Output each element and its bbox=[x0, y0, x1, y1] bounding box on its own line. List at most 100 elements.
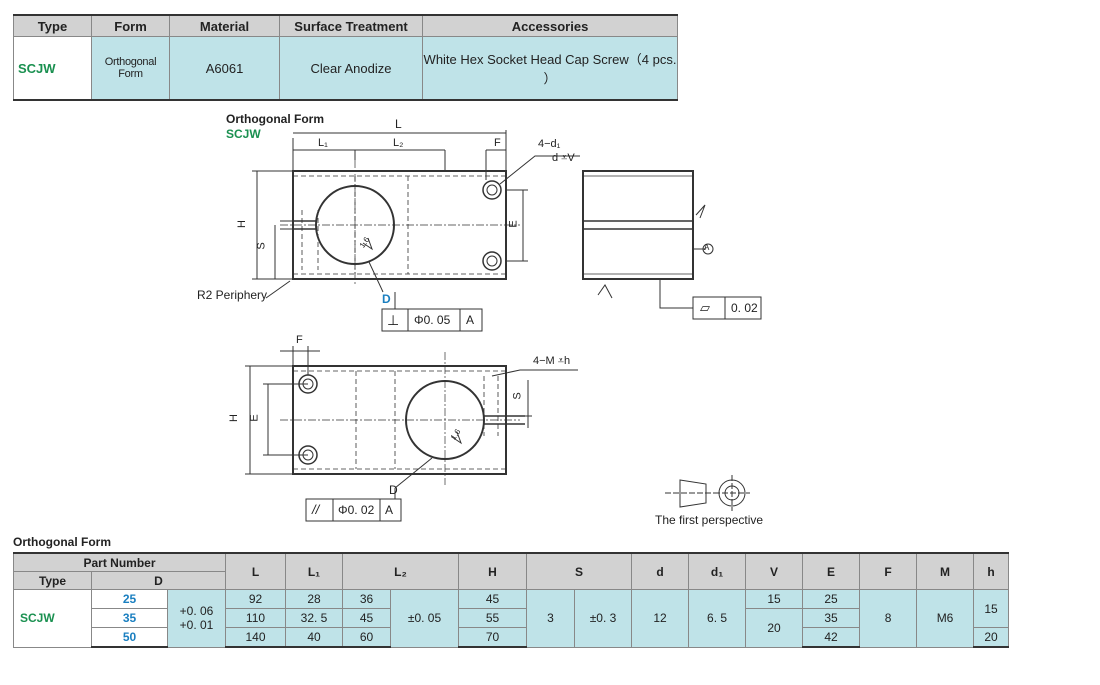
dim-label-L2: L₂ bbox=[393, 137, 404, 149]
d-value: 50 bbox=[91, 627, 168, 648]
table-row: 35 110 32. 5 45 55 20 35 bbox=[14, 608, 1009, 648]
dim-label-F: F bbox=[494, 137, 501, 149]
datum-a-letter: A bbox=[704, 243, 710, 252]
spec-row: SCJW Orthogonal Form A6061 Clear Anodize… bbox=[13, 36, 678, 101]
spec-header-accessories: Accessories bbox=[422, 14, 678, 37]
col-d1: d₁ bbox=[688, 552, 747, 590]
dim-label-L: L bbox=[395, 117, 402, 131]
flatness-symbol: ▱ bbox=[700, 300, 710, 315]
E-value: 25 bbox=[802, 589, 861, 609]
L-value: 110 bbox=[225, 608, 286, 628]
bore-circle bbox=[315, 185, 395, 265]
spec-header-material: Material bbox=[169, 14, 280, 37]
col-L: L bbox=[225, 552, 286, 590]
bottom-dim-label-H: H bbox=[227, 414, 240, 422]
col-S: S bbox=[526, 552, 633, 590]
col-E: E bbox=[802, 552, 861, 590]
bore-circle-bottom bbox=[405, 380, 485, 460]
col-h: h bbox=[973, 552, 1009, 590]
dim-label-H: H bbox=[235, 220, 248, 228]
dim-label-D: D bbox=[382, 292, 391, 306]
L1-value: 40 bbox=[285, 627, 343, 648]
V-value: 15 bbox=[745, 589, 804, 609]
H-value: 55 bbox=[458, 608, 528, 628]
spec-header-row: Type Form Material Surface Treatment Acc… bbox=[13, 14, 678, 37]
col-M: M bbox=[916, 552, 975, 590]
F-value: 8 bbox=[859, 589, 918, 648]
perspective-label: The first perspective bbox=[655, 513, 764, 527]
d1-value: 6. 5 bbox=[688, 589, 747, 648]
table-row: SCJW 25 +0. 06 +0. 01 92 28 36 ±0. 05 45… bbox=[13, 589, 1009, 648]
H-value: 45 bbox=[458, 589, 528, 609]
spec-surface: Clear Anodize bbox=[279, 36, 423, 101]
d-value: 25 bbox=[91, 589, 168, 609]
parallelism-datum: A bbox=[385, 503, 394, 517]
col-D: D bbox=[91, 571, 226, 590]
part-number-header: Part Number bbox=[13, 552, 226, 572]
L2-tolerance: ±0. 05 bbox=[389, 589, 460, 648]
dim-label-E: E bbox=[507, 220, 520, 228]
counterbore-bottom bbox=[482, 251, 502, 271]
L-value: 140 bbox=[225, 627, 286, 648]
spec-accessories: White Hex Socket Head Cap Screw（4 pcs. ） bbox=[422, 36, 678, 101]
spec-type: SCJW bbox=[13, 36, 92, 101]
H-value: 70 bbox=[458, 627, 528, 648]
side-view-body bbox=[582, 170, 694, 280]
dim-label-S: S bbox=[255, 242, 268, 250]
E-value: 42 bbox=[802, 627, 861, 648]
bottom-dim-label-S: S bbox=[511, 392, 524, 400]
bottom-dim-label-D: D bbox=[389, 483, 398, 497]
L-value: 92 bbox=[225, 589, 286, 609]
h-value: 20 bbox=[973, 627, 1009, 648]
flatness-value: 0. 02 bbox=[731, 301, 758, 315]
col-L1: L₁ bbox=[285, 552, 343, 590]
spec-header-type: Type bbox=[13, 14, 92, 37]
perpendicularity-datum: A bbox=[466, 313, 475, 327]
d-tolerance: +0. 06 +0. 01 bbox=[167, 589, 226, 648]
S-tolerance: ±0. 3 bbox=[574, 589, 633, 648]
spec-form: Orthogonal Form bbox=[91, 36, 170, 101]
spec-header-form: Form bbox=[91, 14, 170, 37]
drawing-subtitle: SCJW bbox=[226, 127, 261, 141]
d-tol-upper: +0. 06 bbox=[179, 604, 214, 619]
col-type: Type bbox=[13, 571, 92, 590]
parallelism-value: Φ0. 02 bbox=[338, 503, 375, 517]
L2-value: 45 bbox=[342, 608, 391, 628]
col-H: H bbox=[458, 552, 528, 590]
L1-value: 28 bbox=[285, 589, 343, 609]
counterbore-top bbox=[482, 180, 502, 200]
d-dim-value: 12 bbox=[631, 589, 690, 648]
spec-table: Type Form Material Surface Treatment Acc… bbox=[13, 14, 678, 101]
counterbore-callout: d ⩡V bbox=[552, 152, 575, 164]
V-value: 20 bbox=[745, 608, 804, 648]
dim-label-L1: L₁ bbox=[318, 137, 328, 149]
first-perspective-icon bbox=[665, 475, 750, 511]
col-F: F bbox=[859, 552, 918, 590]
d-tol-lower: +0. 01 bbox=[179, 618, 214, 633]
technical-drawing bbox=[245, 130, 762, 522]
L2-value: 36 bbox=[342, 589, 391, 609]
col-V: V bbox=[745, 552, 804, 590]
bottom-dim-label-F: F bbox=[296, 334, 303, 346]
hole-callout: 4−d₁ bbox=[538, 138, 561, 150]
bottom-dim-label-E: E bbox=[248, 414, 261, 422]
perpendicularity-symbol: ⊥ bbox=[387, 312, 400, 328]
dim-table-title: Orthogonal Form bbox=[13, 535, 111, 549]
periphery-label: R2 Periphery bbox=[197, 288, 268, 302]
row-type: SCJW bbox=[13, 589, 92, 648]
dim-header-row-1: Part Number L L₁ L₂ H S d d₁ V E F M h bbox=[13, 552, 1009, 590]
spec-material: A6061 bbox=[169, 36, 280, 101]
perpendicularity-value: Φ0. 05 bbox=[414, 313, 451, 327]
dimension-table: Part Number L L₁ L₂ H S d d₁ V E F M h T… bbox=[13, 552, 1009, 648]
dim-header-row-2: Type D bbox=[13, 571, 1009, 590]
h-value: 15 bbox=[973, 589, 1009, 628]
M-value: M6 bbox=[916, 589, 975, 648]
L1-value: 32. 5 bbox=[285, 608, 343, 628]
col-L2: L₂ bbox=[341, 552, 460, 590]
E-value: 35 bbox=[802, 608, 861, 628]
S-value: 3 bbox=[526, 589, 576, 648]
col-d: d bbox=[631, 552, 690, 590]
parallelism-symbol: // bbox=[312, 502, 320, 517]
table-row: 50 140 40 60 70 42 20 bbox=[14, 627, 1009, 648]
tap-callout: 4−M ⩡h bbox=[533, 355, 571, 367]
